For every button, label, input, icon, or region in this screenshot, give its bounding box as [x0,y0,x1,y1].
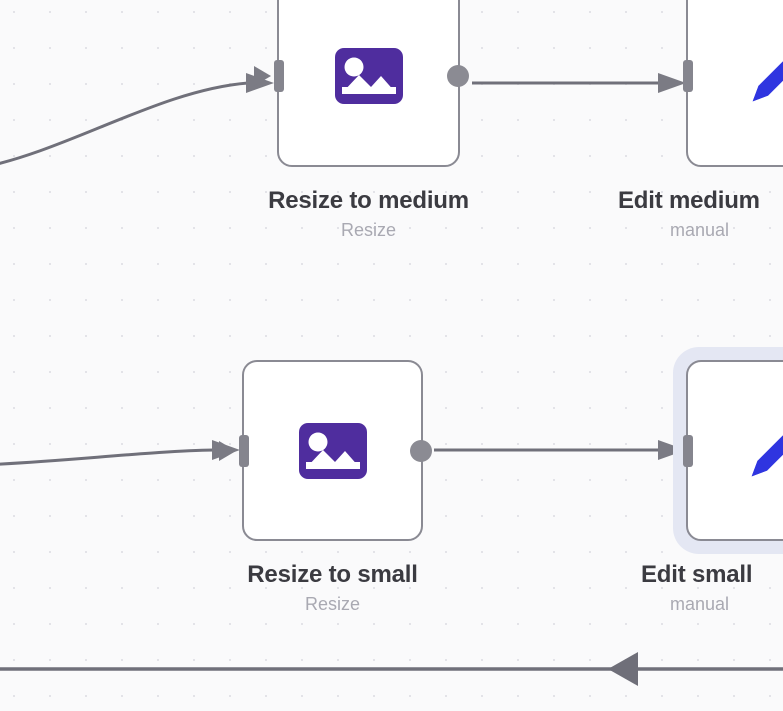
image-icon [332,39,406,113]
node-subtitle: manual [670,593,730,614]
node-label-group: Resize to small Resize [123,541,543,617]
node-edit-small[interactable]: Edit small manual [641,347,783,614]
node-title: Edit medium [618,187,760,214]
edge-small-to-edit [434,440,686,460]
node-subtitle: manual [670,219,730,240]
node-body[interactable] [219,360,432,541]
node-title: Resize to medium [268,187,469,214]
node-label-group: Resize to medium Resize [159,167,579,243]
edge-return-bottom [0,652,783,686]
output-port[interactable] [410,439,432,462]
image-icon [296,414,370,488]
pencil-icon [740,414,783,488]
pencil-icon [741,39,783,113]
node-subtitle: Resize [304,593,361,614]
input-arrow-icon [254,65,271,86]
node-body[interactable] [683,0,783,167]
node-title: Edit small [641,561,753,588]
input-port[interactable] [274,59,284,92]
node-resize-to-small[interactable]: Resize to small Resize [219,360,432,614]
edge-medium-to-edit [472,73,686,93]
node-body[interactable] [254,0,469,167]
node-edit-medium[interactable]: Edit medium manual [618,0,783,240]
input-port[interactable] [239,434,249,467]
input-port[interactable] [683,59,693,92]
node-title: Resize to small [247,561,418,588]
node-label-group: Edit medium manual [618,167,783,243]
node-resize-to-medium[interactable]: Resize to medium Resize [254,0,469,240]
node-label-group: Edit small manual [641,541,783,617]
input-port[interactable] [683,434,693,467]
node-subtitle: Resize [340,219,397,240]
edge-in-small [0,440,240,466]
edge-in-medium [0,73,274,165]
input-arrow-icon [219,440,236,461]
node-body[interactable] [683,360,783,541]
output-port[interactable] [447,64,469,87]
